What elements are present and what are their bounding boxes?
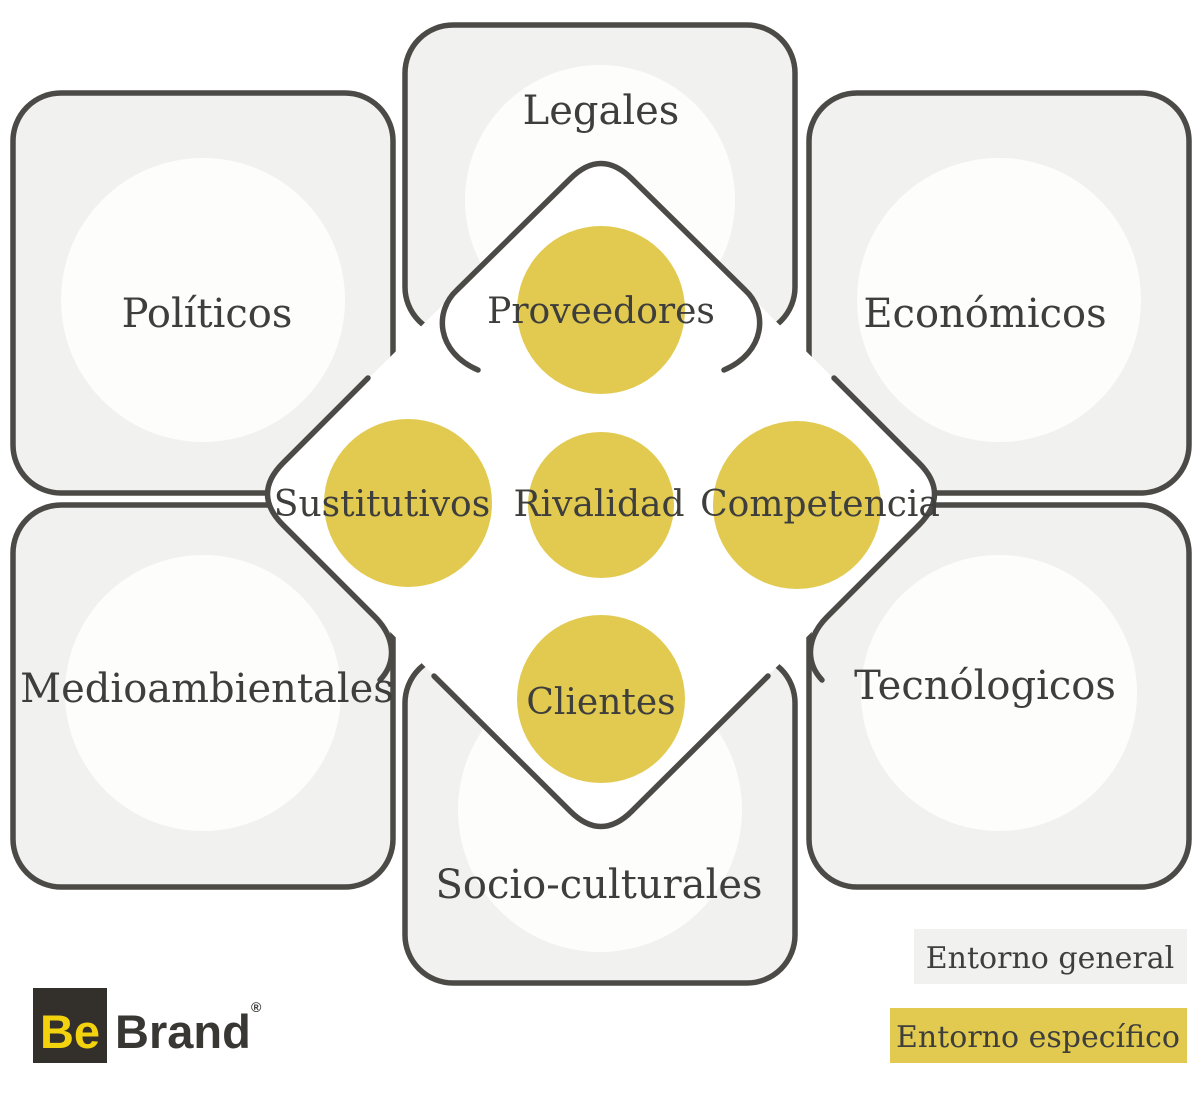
label-economicos: Económicos <box>863 291 1106 337</box>
card-medioambientales <box>10 502 396 890</box>
legend-label-especifico: Entorno específico <box>896 1020 1180 1055</box>
label-clientes: Clientes <box>526 682 675 723</box>
circle-rivalidad <box>528 432 674 578</box>
diamond-border-bottom <box>431 673 771 830</box>
label-socio-culturales: Socio-culturales <box>435 862 762 908</box>
logo-mark: Be <box>40 1005 100 1058</box>
diamond-border-right <box>807 375 938 683</box>
legend-label-general: Entorno general <box>926 941 1174 976</box>
card-medioambientales-inner-circle <box>65 555 341 831</box>
card-tecnologicos <box>806 502 1192 890</box>
label-medioambientales: Medioambientales <box>20 666 394 712</box>
logo-registered-mark: ® <box>251 999 262 1015</box>
label-legales: Legales <box>523 88 680 134</box>
logo-name: Brand <box>115 1005 251 1058</box>
label-proveedores: Proveedores <box>487 291 715 332</box>
circle-proveedores <box>517 226 685 394</box>
label-tecnologicos: Tecnólogicos <box>854 663 1116 709</box>
label-competencia: Competencia <box>700 484 940 525</box>
legend: Entorno general Entorno específico <box>890 929 1187 1063</box>
legend-chip-general <box>914 929 1187 984</box>
diamond-border-left <box>264 375 395 683</box>
circle-competencia <box>713 421 881 589</box>
logo-bebrand: Be Brand ® <box>33 988 262 1063</box>
card-tecnologicos-inner-circle <box>861 555 1137 831</box>
label-sustitutivos: Sustitutivos <box>274 484 490 525</box>
card-economicos <box>806 90 1192 496</box>
circle-clientes <box>517 615 685 783</box>
label-politicos: Políticos <box>122 291 293 337</box>
logo-box <box>33 988 107 1063</box>
diamond-border-top <box>439 160 763 373</box>
legend-chip-especifico <box>890 1008 1187 1063</box>
card-politicos-inner-circle <box>61 158 345 442</box>
card-politicos <box>10 90 396 496</box>
label-rivalidad: Rivalidad <box>514 484 685 525</box>
card-economicos-inner-circle <box>857 158 1141 442</box>
circle-sustitutivos <box>324 419 492 587</box>
